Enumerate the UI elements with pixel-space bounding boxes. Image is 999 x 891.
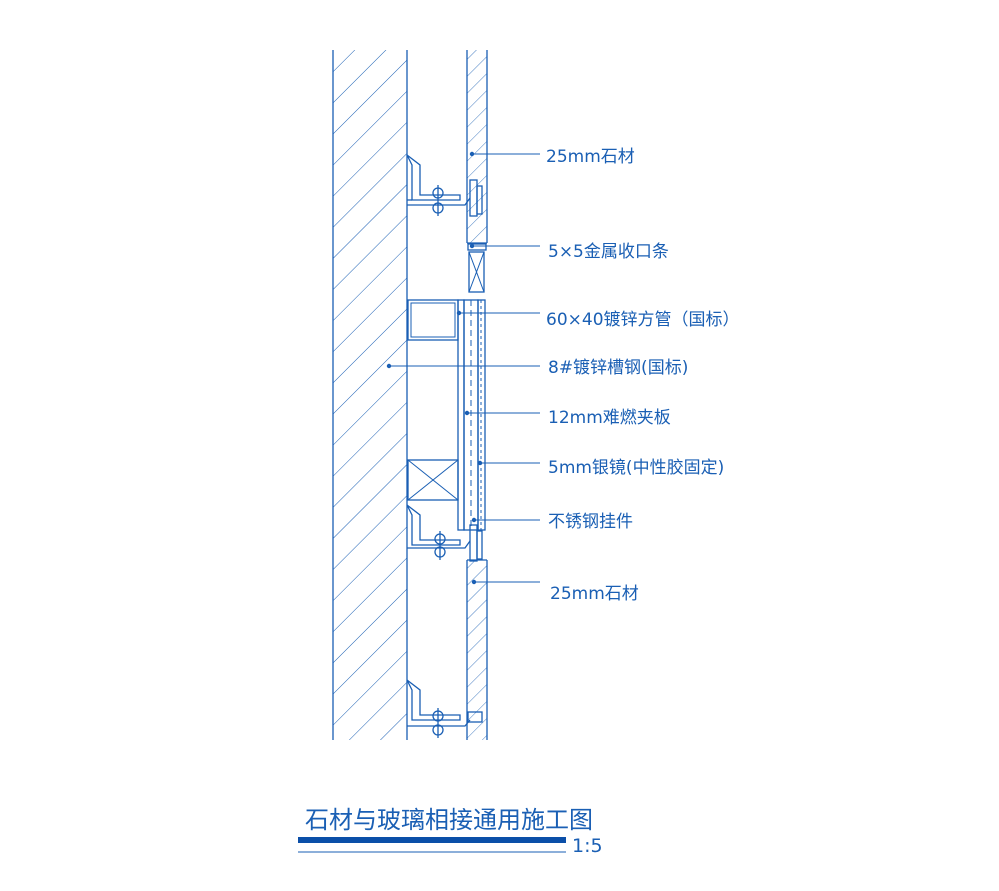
callout-channel-steel: 8#镀锌槽钢(国标) <box>548 358 688 378</box>
callout-hanger: 不锈钢挂件 <box>548 512 633 532</box>
steel-tube-lower <box>407 459 459 501</box>
title-underline-thick <box>298 837 566 843</box>
bracket-upper <box>406 154 483 217</box>
steel-tube-upper <box>407 299 459 341</box>
bracket-middle <box>406 504 483 562</box>
metal-closing-strip <box>467 243 487 293</box>
drawing-title: 石材与玻璃相接通用施工图 <box>305 806 593 834</box>
callout-stone-lower: 25mm石材 <box>550 584 639 604</box>
mirror-assembly <box>457 299 486 531</box>
bracket-lower <box>406 679 483 738</box>
callout-mirror: 5mm银镜(中性胶固定) <box>548 458 724 478</box>
callout-metal-strip: 5×5金属收口条 <box>548 242 669 262</box>
callout-steel-tube: 60×40镀锌方管（国标） <box>546 310 740 330</box>
concrete-wall <box>332 50 408 740</box>
leaders <box>386 151 540 585</box>
stone-panel-lower <box>466 559 488 740</box>
drawing-scale: 1:5 <box>572 835 603 857</box>
callout-plywood: 12mm难燃夹板 <box>548 408 671 428</box>
callout-stone-upper: 25mm石材 <box>546 147 635 167</box>
